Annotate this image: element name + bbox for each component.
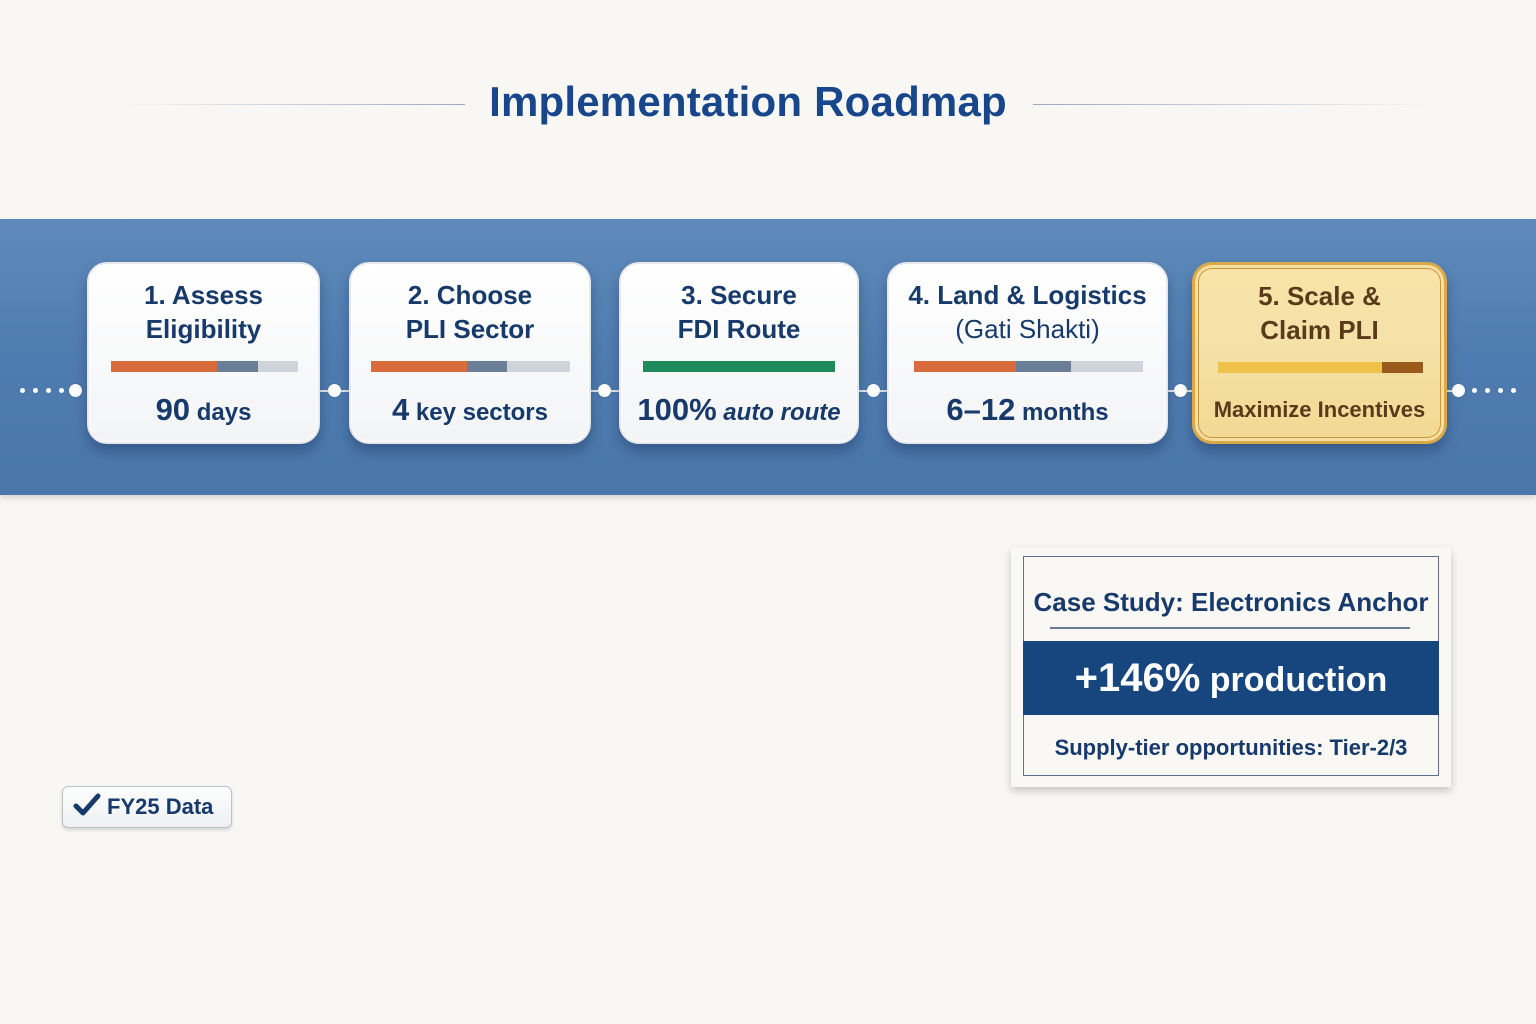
timeline-dot [20,388,25,393]
timeline-dot [46,388,51,393]
step-title-line2: (Gati Shakti) [955,314,1100,344]
step-title: 3. Secure FDI Route [621,278,857,346]
progress-bar [1218,362,1423,373]
progress-segment [111,361,217,372]
progress-segment [1071,361,1143,372]
progress-segment [371,361,467,372]
step-title: 4. Land & Logistics (Gati Shakti) [889,278,1166,346]
step-value: Maximize Incentives [1195,397,1444,423]
step-value-number: 100% [637,392,717,427]
timeline-node [69,384,82,397]
headline-label: production [1200,661,1388,699]
step-value-unit: months [1015,399,1109,426]
timeline-dot [1472,388,1477,393]
timeline-dot [1485,388,1490,393]
progress-bar [111,361,298,372]
step-value: 100% auto route [621,392,857,428]
roadmap-step-5-highlighted[interactable]: 5. Scale & Claim PLI Maximize Incentives [1192,262,1447,444]
step-value-number: 6–12 [946,392,1016,427]
step-title: 2. Choose PLI Sector [351,278,589,346]
timeline-node [1174,384,1187,397]
case-study-title: Case Study: Electronics Anchor [1033,587,1429,617]
step-value-label: Maximize Incentives [1213,397,1426,422]
progress-segment [1382,362,1423,373]
progress-segment [467,361,507,372]
progress-segment [507,361,570,372]
step-value: 90 days [89,392,318,428]
progress-segment [1218,362,1382,373]
step-value-unit: key sectors [409,399,548,426]
step-value: 6–12 months [889,392,1166,428]
step-title-line2: Claim PLI [1260,315,1379,345]
progress-segment [258,361,298,372]
step-value-unit: days [190,399,252,426]
timeline-dot [33,388,38,393]
progress-segment [914,361,1016,372]
headline-percentage: +146% [1074,656,1201,700]
progress-segment [217,361,258,372]
timeline-dot [59,388,64,393]
timeline-node [328,384,341,397]
title-divider-left [115,104,465,105]
timeline-node [598,384,611,397]
step-value-unit: auto route [716,399,841,426]
case-study-frame: Case Study: Electronics Anchor +146% pro… [1023,556,1439,776]
progress-segment [643,361,835,372]
step-title: 1. Assess Eligibility [89,278,318,346]
step-title-line1: 3. Secure [681,280,797,310]
timeline-dot [1498,388,1503,393]
fy25-data-badge[interactable]: FY25 Data [62,786,232,828]
case-study-subtitle: Supply-tier opportunities: Tier-2/3 [1054,735,1408,760]
step-title-line2: PLI Sector [405,314,535,344]
roadmap-step-1[interactable]: 1. Assess Eligibility 90 days [87,262,320,444]
step-title: 5. Scale & Claim PLI [1195,279,1444,347]
step-value: 4 key sectors [351,392,589,428]
case-study-card: Case Study: Electronics Anchor +146% pro… [1011,547,1451,787]
step-title-line1: 4. Land & Logistics [908,280,1147,310]
header: Implementation Roadmap [0,72,1536,136]
timeline-node [867,384,880,397]
checkmark-icon [73,792,101,823]
case-study-headline: +146% production [1023,641,1439,715]
timeline-dot [1511,388,1516,393]
title-divider-right [1033,104,1438,105]
progress-bar [371,361,570,372]
roadmap-step-3[interactable]: 3. Secure FDI Route 100% auto route [619,262,859,444]
timeline-node [1452,384,1465,397]
step-title-line2: FDI Route [677,314,801,344]
step-title-line1: 1. Assess [143,280,264,310]
timeline-connector [1444,390,1458,392]
step-title-line2: Eligibility [145,314,262,344]
page-title: Implementation Roadmap [489,78,1007,125]
progress-bar [914,361,1143,372]
step-title-line1: 5. Scale & [1258,281,1381,311]
progress-bar [643,361,835,372]
step-value-number: 90 [155,392,191,427]
case-study-divider [1050,627,1410,629]
step-value-number: 4 [391,392,410,427]
progress-segment [1016,361,1071,372]
step-title-line1: 2. Choose [407,280,533,310]
roadmap-banner: 1. Assess Eligibility 90 days 2. Choose … [0,219,1536,495]
roadmap-step-2[interactable]: 2. Choose PLI Sector 4 key sectors [349,262,591,444]
badge-label: FY25 Data [107,794,214,819]
roadmap-step-4[interactable]: 4. Land & Logistics (Gati Shakti) 6–12 m… [887,262,1168,444]
